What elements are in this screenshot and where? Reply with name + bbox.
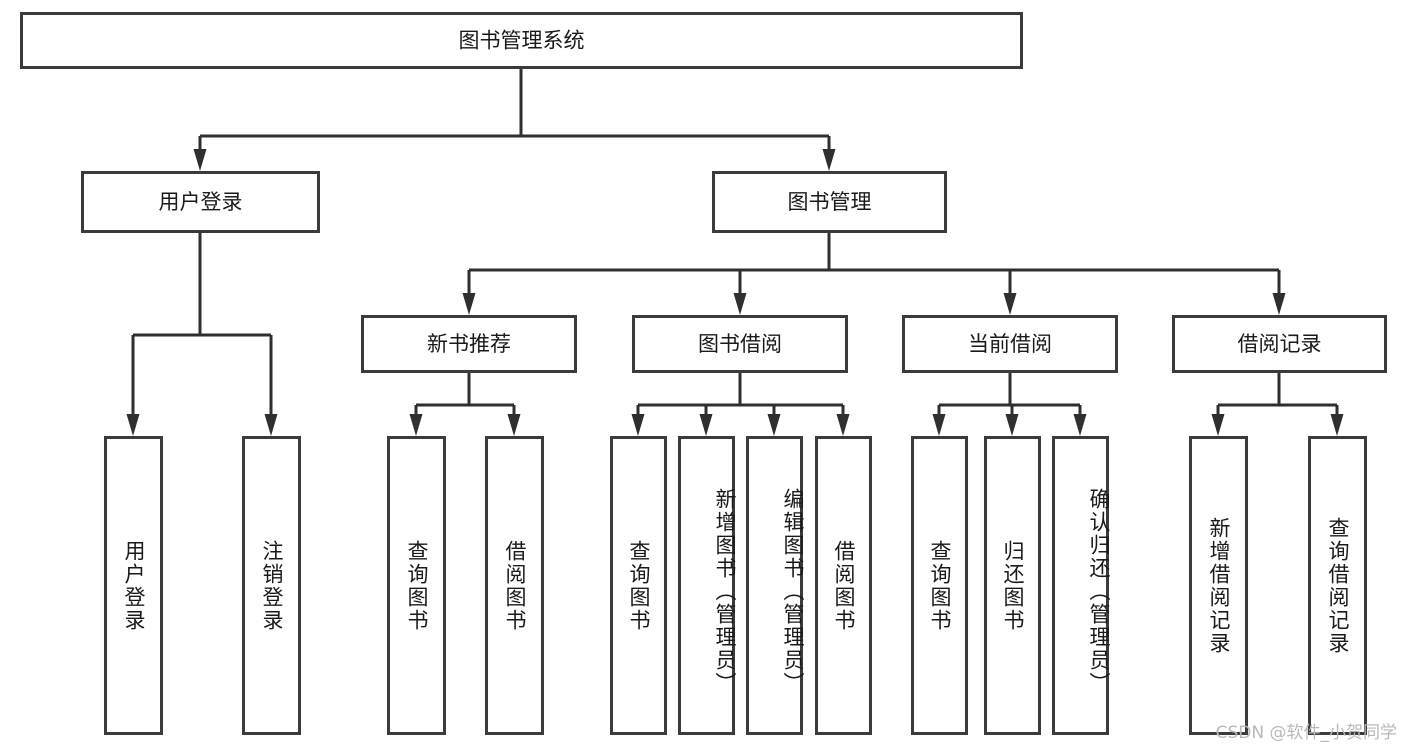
node-box-level3[interactable] <box>361 315 577 373</box>
connector-group-recommend-to-leaves <box>409 373 521 436</box>
node-box-root[interactable] <box>20 12 1023 69</box>
node-label-root: 图书管理系统 <box>459 29 585 53</box>
arrow-head-icon <box>1003 293 1017 315</box>
node-box-leaf[interactable] <box>746 436 803 735</box>
arrow-head-icon <box>767 414 781 436</box>
arrow-head-icon <box>822 149 836 171</box>
node-box-leaf[interactable] <box>610 436 667 735</box>
connector-group-borrow-to-leaves <box>631 373 850 436</box>
connector-group-userlogin-to-leaves <box>126 233 278 436</box>
arrow-head-icon <box>733 293 747 315</box>
arrow-head-icon <box>193 149 207 171</box>
arrow-head-icon <box>507 414 521 436</box>
node-box-level3[interactable] <box>632 315 848 373</box>
connector-group-records-to-leaves <box>1211 373 1344 436</box>
arrow-head-icon <box>932 414 946 436</box>
node-box-level2[interactable] <box>81 171 320 233</box>
node-box-layer <box>20 12 1387 735</box>
arrow-head-icon <box>126 414 140 436</box>
arrow-head-icon <box>836 414 850 436</box>
node-box-leaf[interactable] <box>984 436 1041 735</box>
arrow-head-icon <box>631 414 645 436</box>
arrow-head-icon <box>462 293 476 315</box>
node-label-user-login: 用户登录 <box>159 190 243 214</box>
node-box-leaf[interactable] <box>485 436 544 735</box>
node-box-leaf[interactable] <box>815 436 872 735</box>
connector-layer <box>126 69 1344 436</box>
arrow-head-icon <box>699 414 713 436</box>
arrow-head-icon <box>1330 414 1344 436</box>
arrow-head-icon <box>264 414 278 436</box>
watermark-text: CSDN @软件_小贺同学 <box>1215 723 1397 743</box>
connector-group-current-to-leaves <box>932 373 1087 436</box>
node-box-level2[interactable] <box>712 171 947 233</box>
node-label-current-borrow: 当前借阅 <box>968 332 1052 356</box>
node-box-leaf[interactable] <box>678 436 735 735</box>
arrow-head-icon <box>1272 293 1286 315</box>
connector-group-bookmgmt-to-level3 <box>462 233 1286 315</box>
node-box-leaf[interactable] <box>1052 436 1109 735</box>
node-box-leaf[interactable] <box>387 436 446 735</box>
node-box-level3[interactable] <box>902 315 1118 373</box>
node-box-leaf[interactable] <box>242 436 301 735</box>
node-label-book-borrow: 图书借阅 <box>698 332 782 356</box>
node-box-leaf[interactable] <box>1189 436 1248 735</box>
arrow-head-icon <box>409 414 423 436</box>
node-box-leaf[interactable] <box>104 436 163 735</box>
node-label-book-management: 图书管理 <box>788 190 872 214</box>
connector-group-root-to-level2 <box>193 69 836 171</box>
arrow-head-icon <box>1073 414 1087 436</box>
arrow-head-icon <box>1005 414 1019 436</box>
node-box-leaf[interactable] <box>911 436 968 735</box>
node-box-level3[interactable] <box>1172 315 1387 373</box>
node-label-borrow-records: 借阅记录 <box>1238 332 1322 356</box>
node-label-new-book-recommend: 新书推荐 <box>427 332 511 356</box>
node-box-leaf[interactable] <box>1308 436 1367 735</box>
arrow-head-icon <box>1211 414 1225 436</box>
